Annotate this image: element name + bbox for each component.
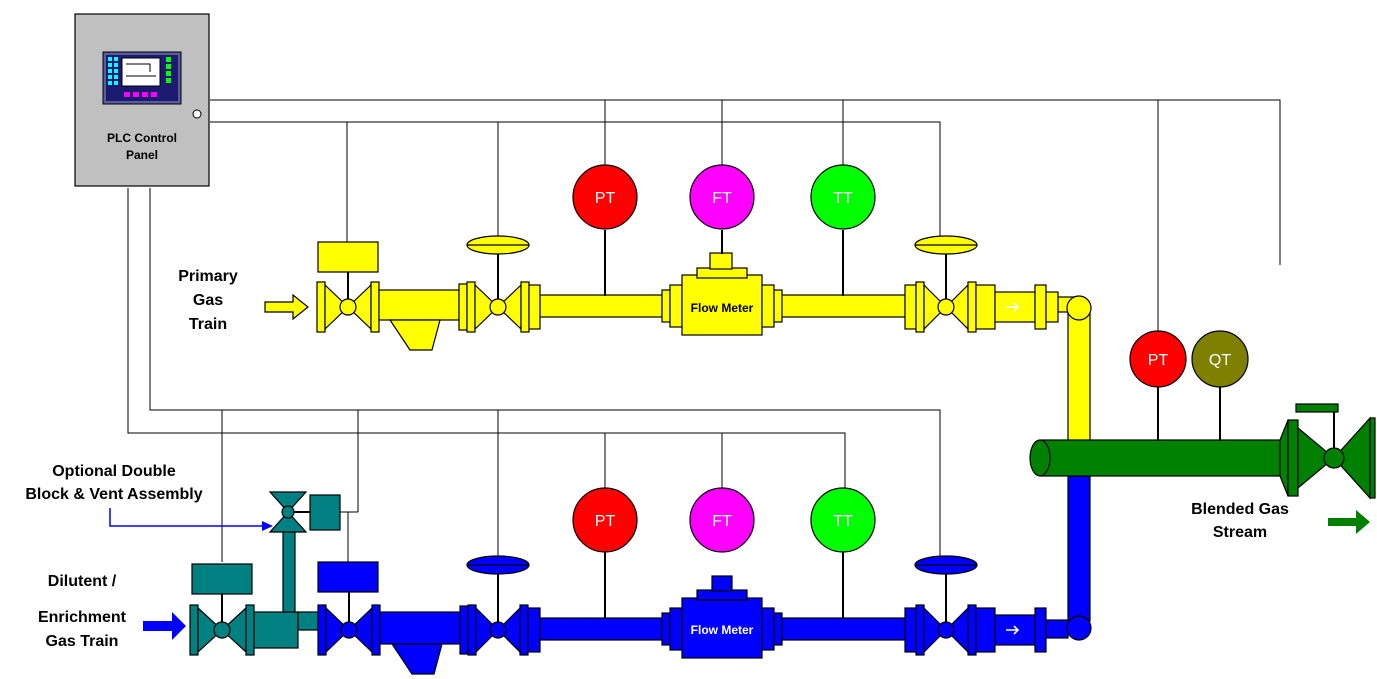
- primary-inlet-valve: [316, 241, 380, 333]
- dilutent-tt-label: TT: [833, 513, 853, 530]
- primary-ft-transmitter: FT: [689, 164, 755, 230]
- optional-assembly-pointer-arrow: [109, 508, 273, 531]
- plc-control-panel: PLC Control Panel: [74, 13, 210, 187]
- primary-pt-label: PT: [595, 190, 616, 207]
- blended-gas-stream-label: Blended Gas Stream: [1191, 501, 1289, 541]
- primary-check-valve: [975, 284, 1059, 330]
- optional-assembly-label: Optional Double Block & Vent Assembly: [25, 463, 202, 503]
- signal-wires: [127, 99, 1281, 562]
- primary-control-valve-1: [466, 235, 541, 333]
- dilutent-gas-train-label: Dilutent / Enrichment Gas Train: [38, 573, 127, 650]
- blended-label-line2: Stream: [1213, 524, 1267, 541]
- dilutent-label-line2: Enrichment: [38, 609, 127, 626]
- primary-gas-train-label: Primary Gas Train: [178, 268, 238, 333]
- primary-ft-label: FT: [712, 190, 732, 207]
- primary-flow-meter-label: Flow Meter: [691, 301, 754, 315]
- primary-control-valve-2: [904, 235, 978, 333]
- primary-inlet-arrow-icon: [264, 293, 309, 321]
- optional-label-line1: Optional Double: [52, 463, 176, 480]
- double-block-vent-assembly: [189, 491, 341, 656]
- primary-label-line1: Primary: [178, 268, 238, 285]
- dilutent-inlet-arrow-icon: [143, 612, 186, 640]
- dilutent-gas-train: Flow Meter: [189, 475, 1092, 675]
- primary-pt-transmitter: PT: [572, 164, 638, 230]
- optional-label-line2: Block & Vent Assembly: [25, 486, 202, 503]
- dilutent-control-valve-1: [466, 555, 541, 656]
- blend-pt-transmitter: PT: [1129, 330, 1187, 388]
- dilutent-label-line1: Dilutent /: [48, 573, 117, 590]
- dilutent-label-line3: Gas Train: [46, 633, 119, 650]
- blended-outlet-arrow-icon: [1328, 510, 1370, 534]
- primary-tt-transmitter: TT: [810, 164, 876, 230]
- dilutent-strainer: [379, 605, 469, 675]
- blend-pt-label: PT: [1148, 352, 1169, 369]
- panel-label-line1: PLC Control: [107, 131, 177, 145]
- blended-label-line1: Blended Gas: [1191, 501, 1289, 518]
- primary-gas-train: Flow Meter: [316, 230, 1092, 443]
- dilutent-check-valve: [975, 607, 1047, 653]
- hmi-screen-icon: [102, 51, 182, 105]
- blend-qt-analyzer: QT: [1191, 330, 1249, 388]
- dilutent-ft-transmitter: FT: [689, 487, 755, 553]
- dilutent-pt-transmitter: PT: [572, 487, 638, 553]
- dilutent-flow-meter: Flow Meter: [661, 575, 783, 659]
- dilutent-pt-label: PT: [595, 513, 616, 530]
- blend-qt-label: QT: [1209, 352, 1231, 369]
- dilutent-tt-transmitter: TT: [810, 487, 876, 553]
- dilutent-flow-meter-label: Flow Meter: [691, 623, 754, 637]
- primary-label-line2: Gas: [193, 292, 223, 309]
- primary-flow-meter: Flow Meter: [661, 252, 783, 336]
- primary-tt-label: TT: [833, 190, 853, 207]
- dilutent-control-valve-2: [904, 555, 978, 656]
- primary-strainer: [378, 283, 468, 351]
- blended-gas-header: [1029, 385, 1376, 500]
- dilutent-ft-label: FT: [712, 513, 732, 530]
- primary-label-line3: Train: [189, 316, 227, 333]
- panel-label-line2: Panel: [126, 148, 158, 162]
- dilutent-block-valve: [317, 561, 381, 656]
